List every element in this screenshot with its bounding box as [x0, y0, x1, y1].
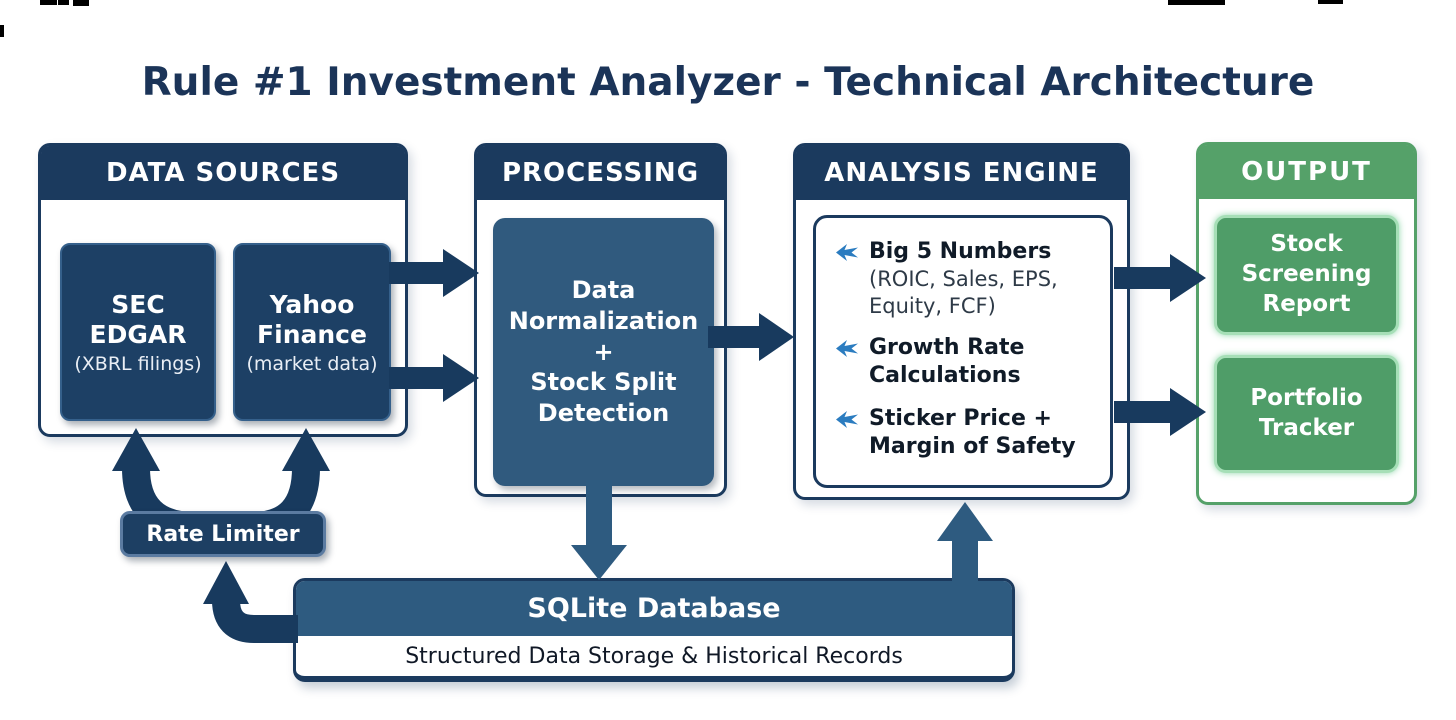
sec-edgar-box: SEC EDGAR (XBRL filings)	[60, 243, 216, 421]
panel-output: OUTPUT Stock Screening Report Portfolio …	[1196, 142, 1417, 505]
edge-artifact	[40, 0, 57, 5]
yahoo-finance-subtitle: (market data)	[246, 352, 378, 375]
edge-artifact	[1318, 0, 1343, 4]
portfolio-tracker-box: Portfolio Tracker	[1214, 355, 1399, 473]
yahoo-finance-title: Yahoo Finance	[257, 289, 367, 349]
sqlite-database-box: SQLite Database Structured Data Storage …	[293, 578, 1015, 682]
rate-limiter-label: Rate Limiter	[146, 521, 300, 547]
analysis-engine-box: Big 5 Numbers (ROIC, Sales, EPS, Equity,…	[813, 215, 1113, 488]
panel-analysis-engine: ANALYSIS ENGINE Big 5 Numbers (ROIC, Sal…	[793, 143, 1130, 500]
stock-screening-report-box: Stock Screening Report	[1214, 215, 1399, 335]
data-sources-header: DATA SOURCES	[41, 146, 405, 200]
bullet-title: Sticker Price + Margin of Safety	[869, 406, 1076, 460]
bullet-growth-rate: Growth Rate Calculations	[836, 334, 1098, 390]
sqlite-database-title: SQLite Database	[296, 581, 1012, 636]
arrow-sqlite-to-analysis	[937, 502, 993, 582]
bullet-title: Big 5 Numbers	[869, 239, 1052, 264]
output-header: OUTPUT	[1199, 145, 1414, 199]
panel-processing: PROCESSING Data Normalization + Stock Sp…	[474, 143, 727, 497]
sqlite-database-subtitle: Structured Data Storage & Historical Rec…	[405, 643, 903, 669]
arrow-bullet-icon	[836, 244, 858, 261]
data-normalization-box: Data Normalization + Stock Split Detecti…	[493, 218, 714, 486]
arrow-bullet-icon	[836, 340, 858, 358]
panel-data-sources: DATA SOURCES SEC EDGAR (XBRL filings) Ya…	[38, 143, 408, 437]
edge-artifact	[0, 25, 4, 37]
edge-artifact	[73, 0, 89, 6]
analysis-engine-header: ANALYSIS ENGINE	[796, 146, 1127, 200]
arrow-sqlite-to-ratelimiter	[203, 561, 298, 643]
edge-artifact	[1168, 0, 1225, 5]
edge-artifact	[58, 0, 69, 5]
bullet-big-5-numbers: Big 5 Numbers (ROIC, Sales, EPS, Equity,…	[836, 238, 1098, 319]
bullet-detail: (ROIC, Sales, EPS, Equity, FCF)	[869, 266, 1058, 318]
processing-header: PROCESSING	[477, 146, 724, 200]
page-title: Rule #1 Investment Analyzer - Technical …	[141, 60, 1315, 106]
sec-edgar-subtitle: (XBRL filings)	[74, 352, 202, 375]
bullet-sticker-price: Sticker Price + Margin of Safety	[836, 405, 1098, 461]
sec-edgar-title: SEC EDGAR	[89, 289, 187, 349]
yahoo-finance-box: Yahoo Finance (market data)	[233, 243, 391, 421]
arrow-bullet-icon	[836, 411, 858, 429]
bullet-title: Growth Rate Calculations	[869, 335, 1025, 389]
rate-limiter-box: Rate Limiter	[120, 511, 326, 557]
